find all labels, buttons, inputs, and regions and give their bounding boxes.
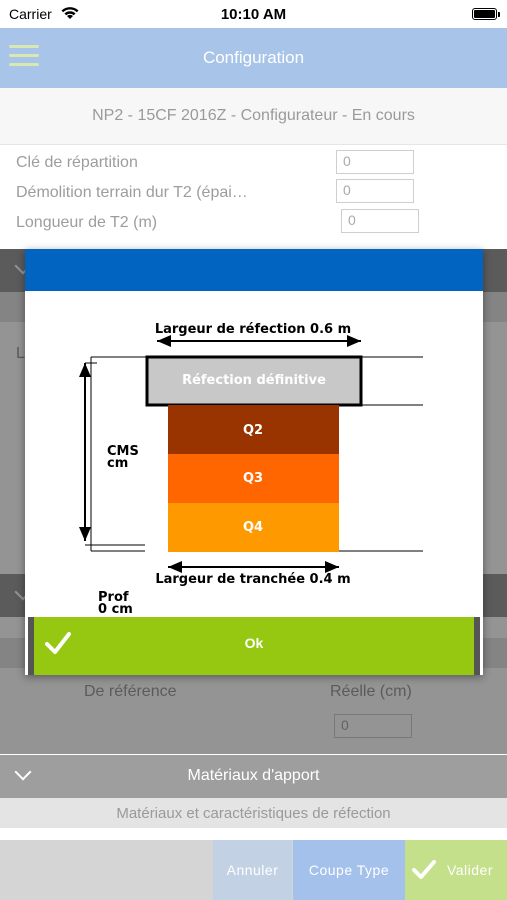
materials-subtitle: Matériaux et caractéristiques de réfecti… xyxy=(116,805,391,822)
cancel-button[interactable]: Annuler xyxy=(213,840,292,900)
cms-unit-label: cm xyxy=(107,456,128,471)
length-t2-label: Longueur de T2 (m) xyxy=(16,214,158,231)
trench-width-label: Largeur de tranchée 0.4 m xyxy=(155,572,350,587)
refection-layer-label: Réfection définitive xyxy=(182,373,326,388)
refection-width-label: Largeur de réfection 0.6 m xyxy=(155,322,351,337)
reference-column-label: De référence xyxy=(84,683,177,700)
layer-q4 xyxy=(168,503,339,552)
carrier-label: Carrier xyxy=(9,6,52,22)
ok-label: Ok xyxy=(244,635,264,651)
checkmark-icon xyxy=(412,860,436,879)
navigation-bar: Configuration xyxy=(0,28,507,88)
layer-q2 xyxy=(168,405,339,454)
repartition-key-input[interactable]: 0 xyxy=(336,150,414,174)
modal-header xyxy=(25,249,483,291)
validate-button[interactable]: Valider xyxy=(405,840,507,900)
materials-section-title: Matériaux d'apport xyxy=(187,767,320,784)
demolition-input[interactable]: 0 xyxy=(336,179,414,203)
demolition-label: Démolition terrain dur T2 (épai… xyxy=(16,184,248,201)
coupe-type-button[interactable]: Coupe Type xyxy=(293,840,405,900)
wifi-icon xyxy=(60,5,80,26)
page-title: Configuration xyxy=(202,48,305,67)
cms-label: CMS xyxy=(107,444,139,459)
layer-q4-label: Q4 xyxy=(243,520,263,535)
materials-subheader: Matériaux et caractéristiques de réfecti… xyxy=(0,798,507,828)
layer-q3-label: Q3 xyxy=(243,471,263,486)
battery-icon xyxy=(472,8,500,20)
repartition-key-label: Clé de répartition xyxy=(16,154,138,171)
clock: 10:10 AM xyxy=(220,6,287,23)
layer-q2-label: Q2 xyxy=(243,423,263,438)
reelle-column-label: Réelle (cm) xyxy=(330,683,412,700)
ok-button[interactable]: Ok xyxy=(28,617,480,675)
project-header: NP2 - 15CF 2016Z - Configurateur - En co… xyxy=(0,88,507,145)
partial-label: L xyxy=(16,345,25,362)
hamburger-menu-icon[interactable] xyxy=(9,43,39,69)
reelle-input[interactable]: 0 xyxy=(334,714,412,738)
checkmark-icon xyxy=(45,632,71,654)
coupe-type-modal: Largeur de réfection 0.6 m Réfection déf… xyxy=(25,249,483,675)
validate-label: Valider xyxy=(446,862,494,878)
trench-diagram: Largeur de réfection 0.6 m Réfection déf… xyxy=(79,322,423,617)
status-bar: Carrier 10:10 AM xyxy=(0,0,507,28)
materials-section-header[interactable]: Matériaux d'apport xyxy=(0,755,507,798)
layer-q3 xyxy=(168,454,339,503)
length-t2-input[interactable]: 0 xyxy=(341,209,419,233)
bottom-toolbar: Annuler Coupe Type Valider xyxy=(0,840,507,900)
prof-label: Prof xyxy=(98,590,129,605)
refection-layer xyxy=(145,355,363,407)
project-title: NP2 - 15CF 2016Z - Configurateur - En co… xyxy=(92,107,415,124)
prof-value: 0 cm xyxy=(98,602,133,617)
